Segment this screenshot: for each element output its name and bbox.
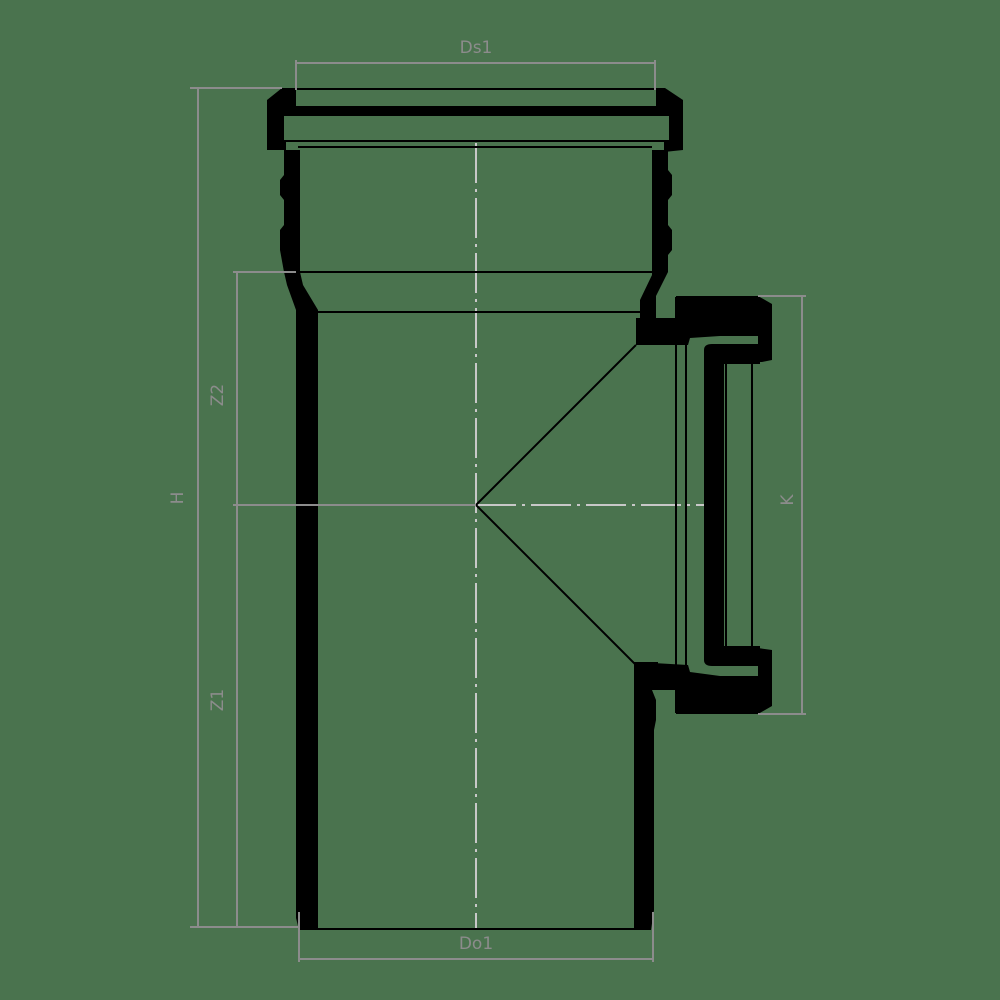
dimension-label-z2: Z2 [208, 384, 228, 406]
right-socket-wall [640, 150, 672, 318]
socket-groove-upper [296, 90, 656, 106]
socket-groove-lower [284, 116, 669, 140]
branch-flange-upper [636, 296, 772, 362]
centerlines [475, 88, 722, 928]
dimension-z1: Z1 [208, 505, 238, 927]
left-wall [280, 150, 318, 930]
dimension-h: H [168, 87, 300, 928]
dimension-z2: Z2 [208, 271, 476, 506]
dimension-label-z1: Z1 [208, 689, 228, 711]
junction-line-upper [475, 344, 637, 506]
dimension-ds1: Ds1 [295, 38, 656, 90]
dimension-label-k: K [778, 494, 798, 506]
branch-flange-lower [636, 648, 772, 714]
dimensions: Ds1 Do1 H Z2 Z1 [168, 38, 806, 962]
dimension-do1: Do1 [298, 912, 654, 962]
dimension-label-ds1: Ds1 [460, 38, 493, 58]
dimension-k: K [758, 295, 806, 715]
access-branch [636, 296, 772, 714]
junction-line-lower [475, 504, 637, 666]
dimension-label-do1: Do1 [459, 934, 493, 954]
access-plug [704, 344, 760, 666]
main-pipe [318, 311, 658, 930]
right-wall-lower [634, 662, 658, 930]
dimension-label-h: H [168, 492, 188, 505]
socket-top [267, 88, 683, 930]
